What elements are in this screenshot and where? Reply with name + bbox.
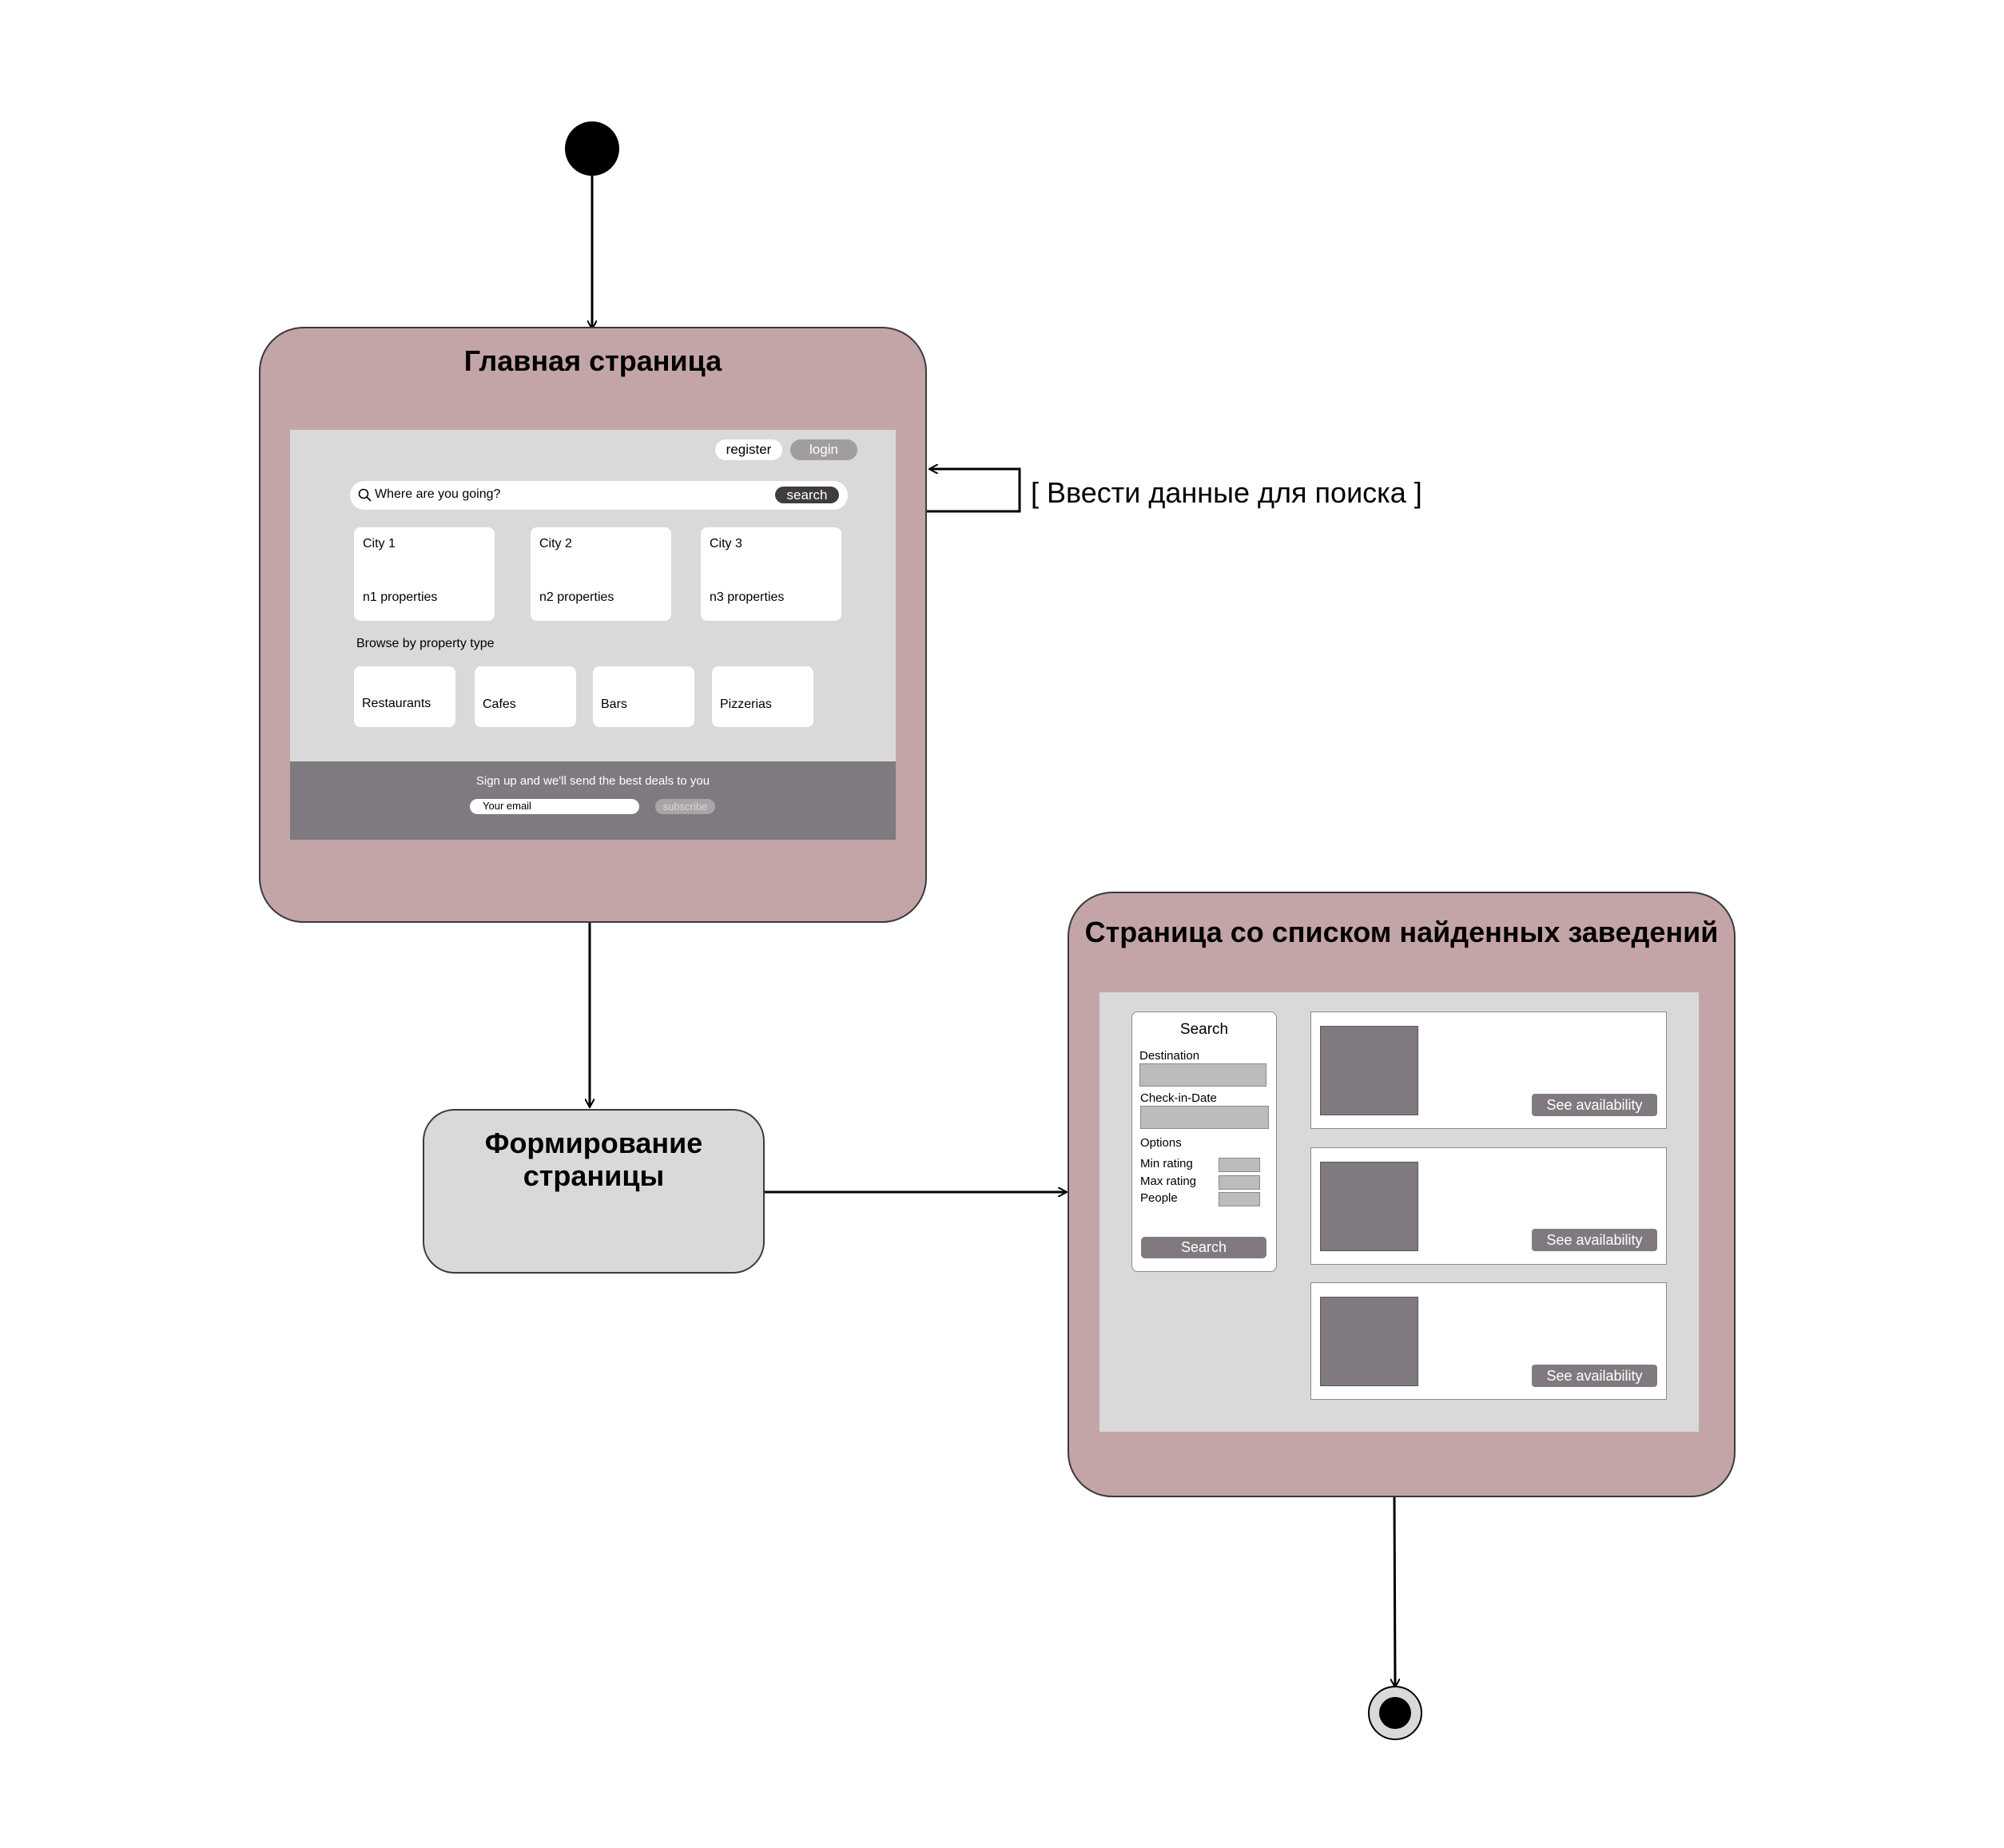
property-type-card[interactable]: Bars	[593, 666, 694, 727]
initial-node	[565, 121, 619, 176]
result-thumbnail	[1320, 1026, 1418, 1115]
self-transition-guard: [ Ввести данные для поиска ]	[1031, 476, 1422, 509]
people-field[interactable]	[1219, 1192, 1260, 1206]
search-panel-title: Search	[1179, 1021, 1229, 1038]
max-rating-label: Max rating	[1140, 1174, 1197, 1188]
checkin-label: Check-in-Date	[1140, 1091, 1217, 1105]
search-button[interactable]: search	[775, 487, 839, 503]
state-results-title: Страница со списком найденных заведений	[1084, 916, 1719, 948]
city-count: n2 properties	[539, 590, 614, 604]
search-icon	[358, 488, 372, 502]
browse-heading: Browse by property type	[356, 637, 495, 650]
arrow-self-loop	[927, 469, 1021, 513]
property-type-card[interactable]: Pizzerias	[712, 666, 813, 727]
results-mockup: Search Destination Check-in-Date Options…	[1099, 992, 1699, 1432]
city-card-1[interactable]: City 1 n1 properties	[354, 527, 495, 621]
options-label: Options	[1140, 1136, 1182, 1150]
city-card-3[interactable]: City 3 n3 properties	[701, 527, 841, 621]
property-type-card[interactable]: Cafes	[475, 666, 576, 727]
result-card: See availability	[1310, 1282, 1667, 1400]
arrow-results-to-final	[1394, 1492, 1395, 1687]
signup-footer: Sign up and we'll send the best deals to…	[290, 761, 896, 840]
search-placeholder: Where are you going?	[375, 487, 501, 501]
min-rating-field[interactable]	[1219, 1158, 1260, 1172]
city-name: City 3	[710, 537, 742, 550]
panel-search-button[interactable]: Search	[1141, 1237, 1266, 1258]
email-input[interactable]: Your email	[470, 799, 639, 814]
min-rating-label: Min rating	[1140, 1157, 1193, 1170]
state-forming-title-line1: Формирование	[484, 1127, 703, 1159]
property-type-label: Bars	[601, 697, 627, 711]
city-name: City 1	[363, 537, 396, 550]
state-results: Страница со списком найденных заведений …	[1068, 892, 1736, 1497]
search-panel: Search Destination Check-in-Date Options…	[1131, 1011, 1277, 1272]
city-card-2[interactable]: City 2 n2 properties	[531, 527, 671, 621]
final-node-dot	[1379, 1697, 1411, 1729]
result-card: See availability	[1310, 1011, 1667, 1129]
property-type-label: Restaurants	[362, 697, 431, 710]
see-availability-button[interactable]: See availability	[1532, 1094, 1657, 1116]
people-label: People	[1140, 1191, 1178, 1205]
destination-field[interactable]	[1139, 1063, 1266, 1087]
see-availability-button[interactable]: See availability	[1532, 1229, 1657, 1251]
register-button[interactable]: register	[715, 439, 782, 460]
result-thumbnail	[1320, 1297, 1418, 1386]
destination-label: Destination	[1139, 1049, 1200, 1063]
email-placeholder: Your email	[483, 800, 531, 812]
state-home: Главная страница register login Where ar…	[259, 327, 927, 923]
see-availability-button[interactable]: See availability	[1532, 1365, 1657, 1387]
property-type-label: Pizzerias	[720, 697, 772, 711]
city-count: n1 properties	[363, 590, 438, 604]
state-home-title: Главная страница	[463, 344, 722, 377]
city-name: City 2	[539, 537, 572, 550]
result-thumbnail	[1320, 1162, 1418, 1251]
search-bar[interactable]: Where are you going? search	[350, 481, 848, 510]
checkin-field[interactable]	[1140, 1106, 1269, 1129]
state-forming-title-line2: страницы	[523, 1159, 665, 1192]
subscribe-button[interactable]: subscribe	[655, 799, 715, 814]
city-count: n3 properties	[710, 590, 785, 604]
state-forming: Формирование страницы	[423, 1109, 765, 1274]
home-mockup: register login Where are you going? sear…	[290, 430, 896, 840]
signup-text: Sign up and we'll send the best deals to…	[475, 774, 710, 788]
login-button[interactable]: login	[790, 439, 857, 460]
property-type-label: Cafes	[483, 697, 516, 711]
max-rating-field[interactable]	[1219, 1175, 1260, 1190]
property-type-card[interactable]: Restaurants	[354, 666, 455, 727]
result-card: See availability	[1310, 1147, 1667, 1265]
